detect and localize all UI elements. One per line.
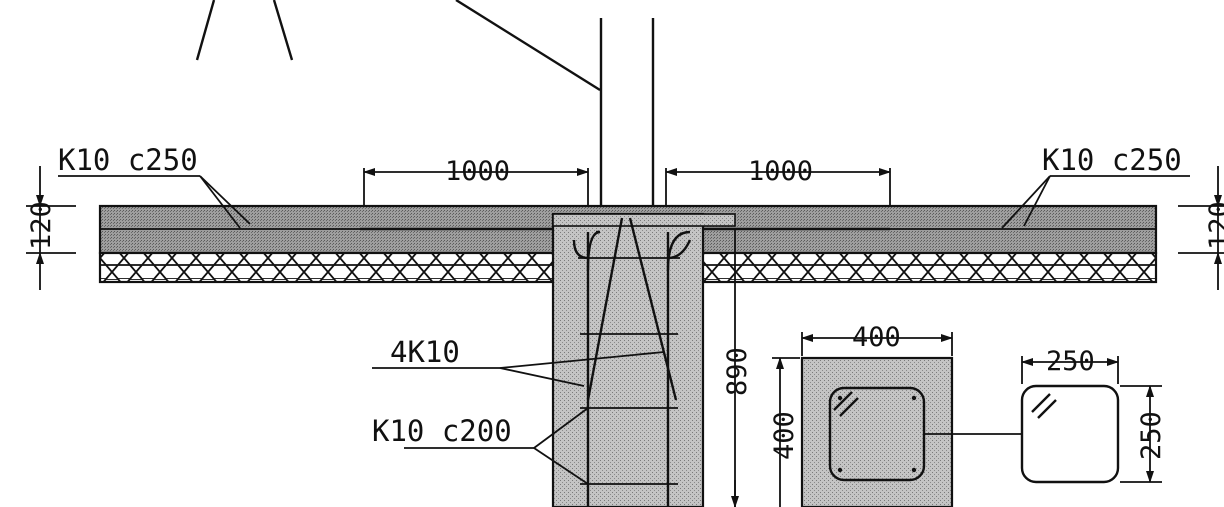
column-section-detail: 400 400 xyxy=(769,322,1022,507)
anchor-right-label: 1000 xyxy=(748,156,813,187)
slab-thickness-right-label: 120 xyxy=(1204,201,1224,250)
stirrup-height-label: 250 xyxy=(1136,411,1167,460)
column-main-bars-callout: 4K10 xyxy=(372,335,665,387)
column-stirrups-label: K10 c200 xyxy=(372,414,512,448)
anchor-left-label: 1000 xyxy=(445,156,510,187)
slab-rebar-right-callout: K10 c250 xyxy=(1001,143,1190,229)
column-depth-label: 890 xyxy=(722,347,753,396)
section-width-label: 400 xyxy=(852,322,901,353)
dimension-slab-thickness-right: 120 xyxy=(1178,166,1224,290)
dimension-anchor-right: 1000 xyxy=(665,156,891,206)
slab-rebar-left-callout: K10 c250 xyxy=(58,143,251,229)
dimension-anchor-left: 1000 xyxy=(363,156,589,206)
section-height-label: 400 xyxy=(769,411,800,460)
stirrup-detail: 250 250 xyxy=(1020,346,1167,484)
column-upper-shaft xyxy=(599,18,655,212)
dimension-slab-thickness-left: 120 xyxy=(26,166,76,290)
slab-rebar-right-label: K10 c250 xyxy=(1042,143,1182,177)
column-main-bars-label: 4K10 xyxy=(390,335,460,369)
column-stirrups-callout: K10 c200 xyxy=(372,407,589,485)
dimension-column-depth: 890 xyxy=(722,230,753,507)
stirrup-width-label: 250 xyxy=(1046,346,1095,377)
top-leader-lines xyxy=(195,0,601,92)
slab-thickness-left-label: 120 xyxy=(26,201,57,250)
slab-rebar-left-label: K10 c250 xyxy=(58,143,198,177)
